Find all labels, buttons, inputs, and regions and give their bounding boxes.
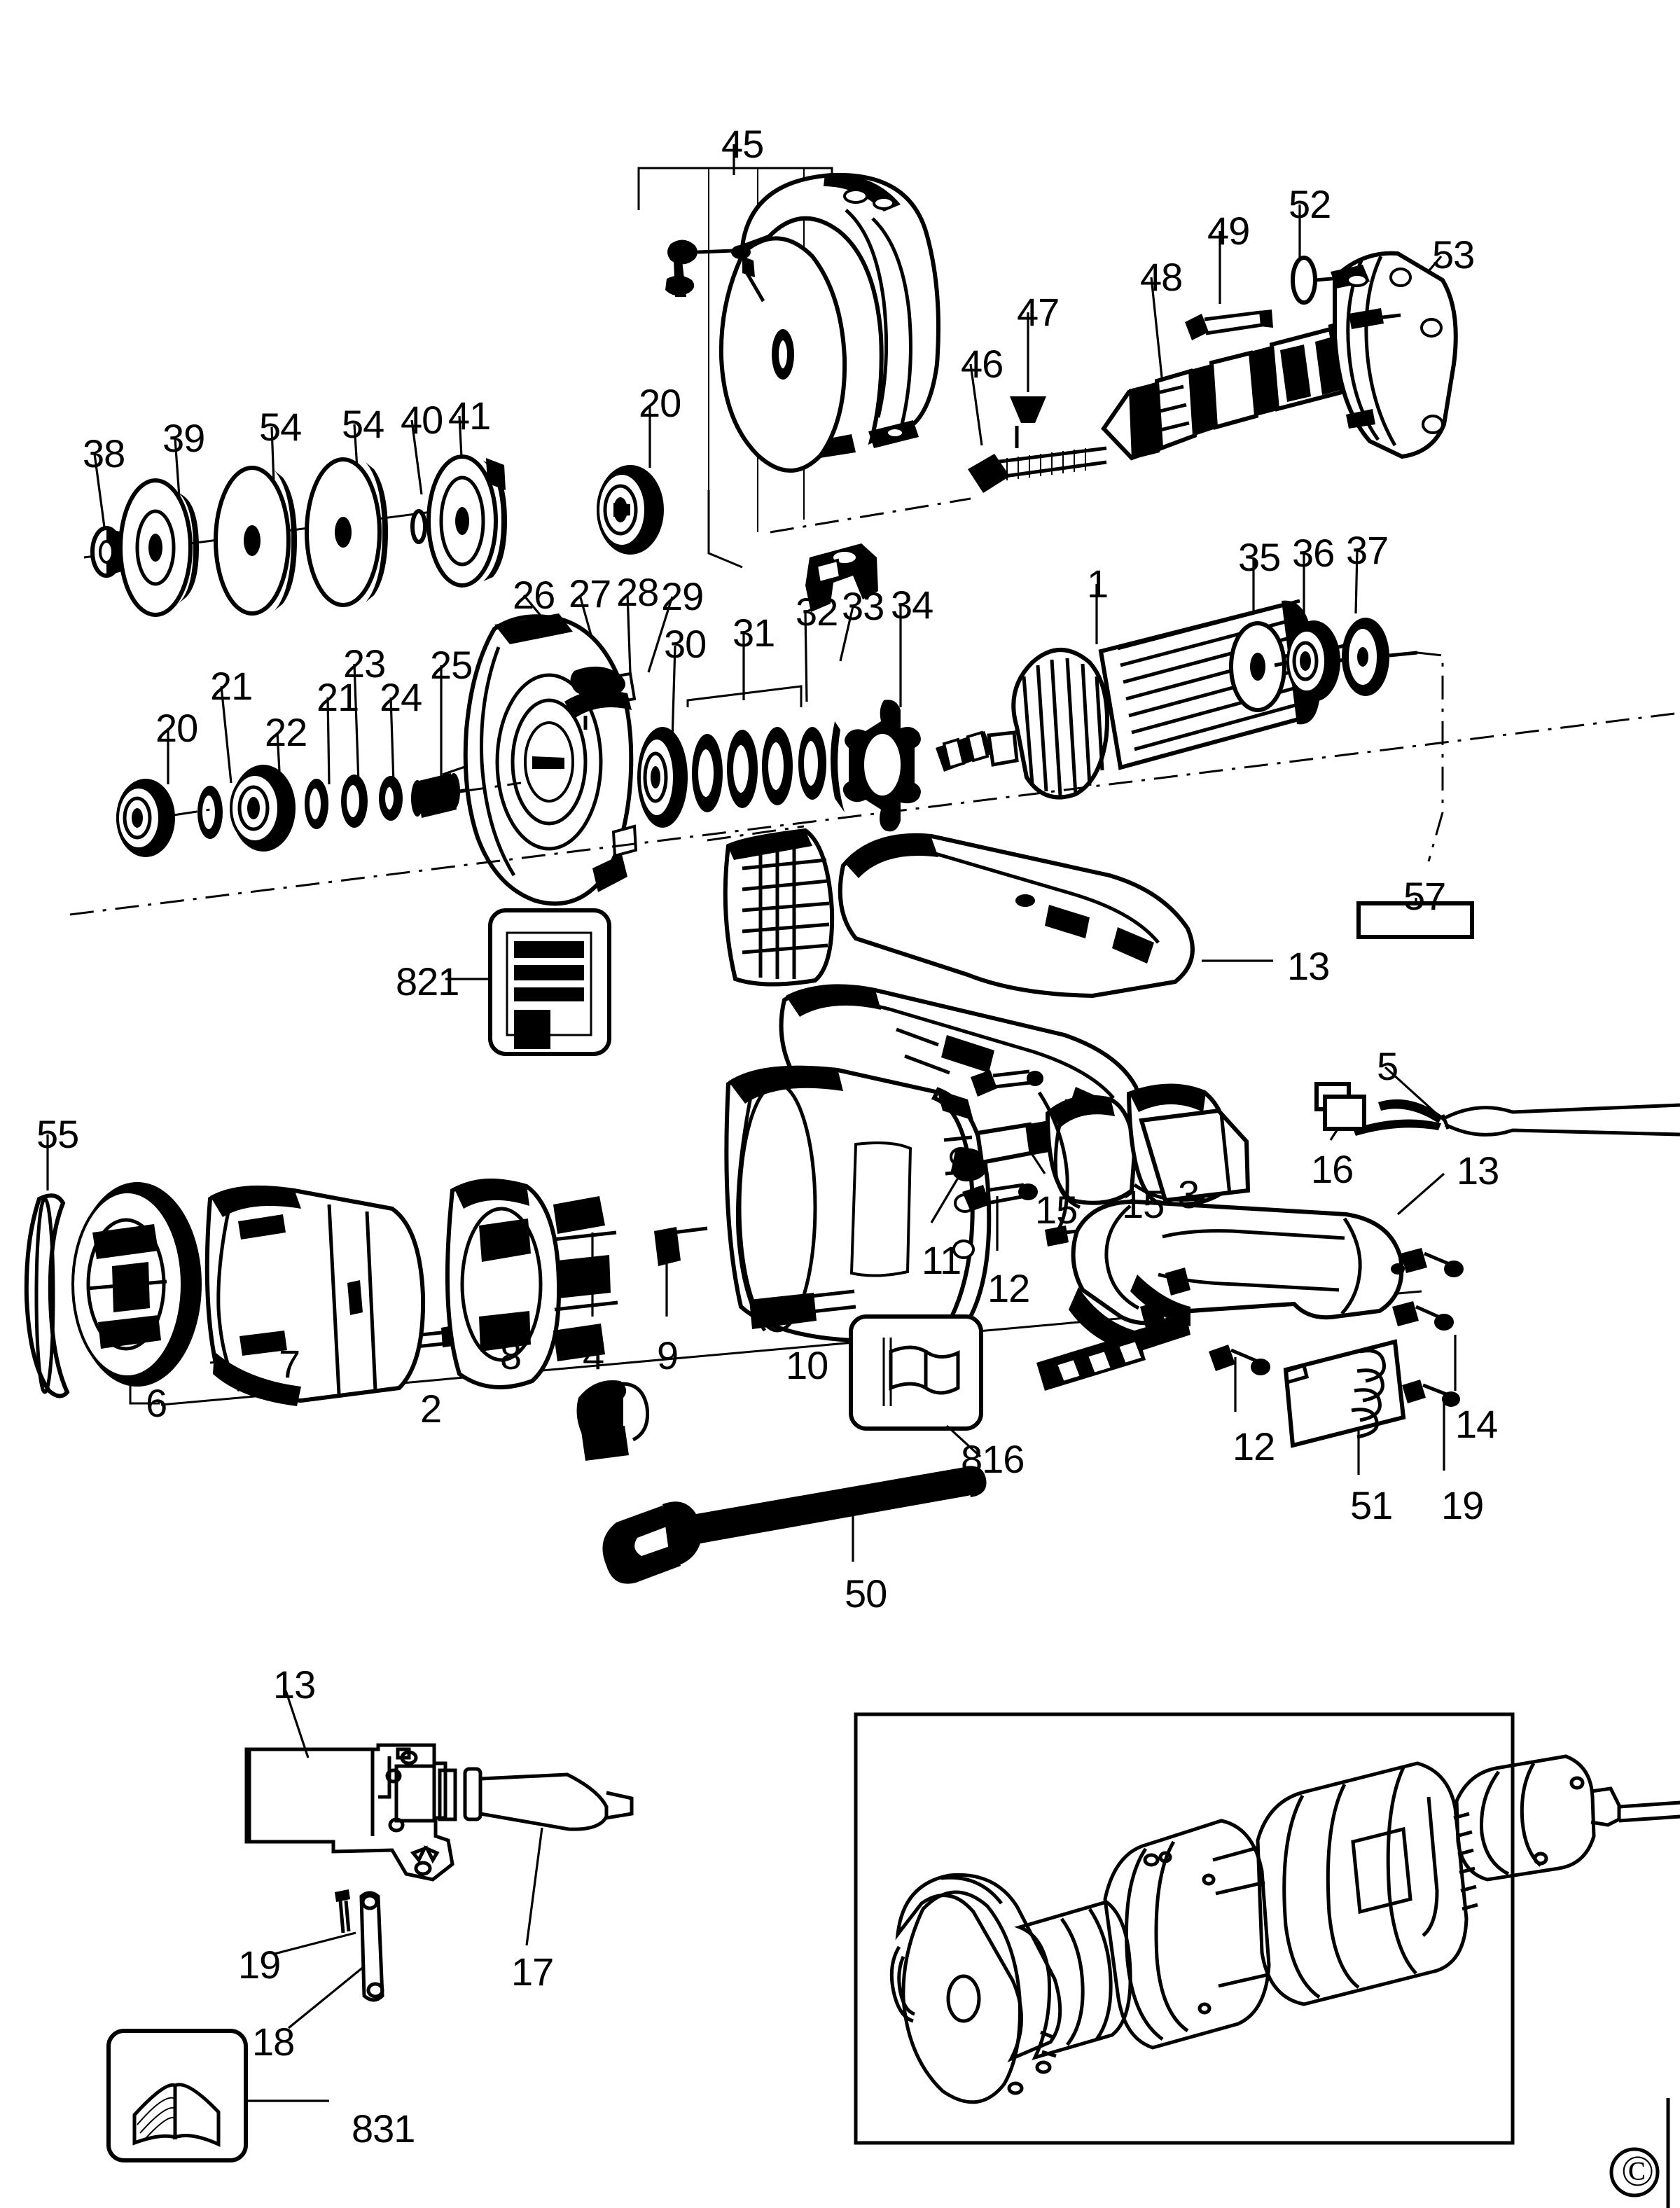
part-callout-24: 24 <box>380 675 422 719</box>
part-callout-36: 36 <box>1292 531 1335 575</box>
part-callout-13: 13 <box>273 1662 316 1707</box>
part-callout-9: 9 <box>657 1333 679 1377</box>
part-callout-3: 3 <box>1178 1172 1200 1216</box>
part-callout-53: 53 <box>1432 232 1475 277</box>
part-callout-7: 7 <box>279 1342 300 1386</box>
part-callout-22: 22 <box>265 710 307 754</box>
label-831-box <box>106 2029 329 2162</box>
part-callout-50: 50 <box>845 1571 887 1616</box>
part-callout-1: 1 <box>1087 562 1109 606</box>
part-callout-54: 54 <box>342 402 384 446</box>
part-callout-38: 38 <box>83 431 125 475</box>
part-callout-18: 18 <box>252 2020 295 2064</box>
part-39-flange <box>118 478 199 617</box>
part-callout-26: 26 <box>513 573 555 617</box>
part-callout-821: 821 <box>396 959 459 1004</box>
part-54-disc-a <box>214 466 297 616</box>
part-callout-12: 12 <box>1233 1424 1275 1468</box>
part-callout-15: 15 <box>1122 1182 1165 1226</box>
part-40-washer <box>410 509 427 544</box>
part-callout-27: 27 <box>569 571 611 616</box>
part-callout-2: 2 <box>420 1387 442 1431</box>
part-callout-21: 21 <box>317 675 359 719</box>
part-callout-19: 19 <box>1441 1483 1484 1527</box>
part-callout-19: 19 <box>238 1943 281 1987</box>
label-821-box <box>445 908 611 1056</box>
guard-assembly-45 <box>637 144 940 612</box>
part-callout-52: 52 <box>1289 182 1331 226</box>
part-callout-16: 16 <box>1311 1147 1354 1191</box>
cord-5-connector-16 <box>1314 1066 1680 1141</box>
guard-mount-tab <box>805 543 878 612</box>
copyright-mark <box>1609 2147 1660 2197</box>
part-callout-39: 39 <box>162 416 205 460</box>
motor-assembly <box>24 1178 708 1461</box>
part-callout-5: 5 <box>1377 1044 1398 1088</box>
leaders-disc-stack <box>93 415 464 533</box>
part-callout-17: 17 <box>511 1950 554 1994</box>
part-callout-34: 34 <box>891 583 933 627</box>
part-callout-41: 41 <box>448 394 491 438</box>
part-callout-13: 13 <box>1287 944 1330 988</box>
part-callout-20: 20 <box>639 381 681 425</box>
label-816-box <box>849 1314 983 1458</box>
part-callout-23: 23 <box>343 641 386 686</box>
assembled-tool-inset <box>854 1712 1680 2145</box>
nameplate-57 <box>1356 898 1474 939</box>
parts-35-36-37 <box>1229 618 1418 712</box>
part-callout-57: 57 <box>1403 874 1446 918</box>
motor-housing-10 <box>724 1065 992 1343</box>
copyright-glyph: © <box>1621 2148 1654 2195</box>
part-callout-8: 8 <box>500 1333 522 1377</box>
handle-13-lower <box>1036 1172 1464 1475</box>
leaders-gearcase <box>522 584 1098 742</box>
part-callout-29: 29 <box>661 574 704 618</box>
part-callout-20: 20 <box>155 706 198 750</box>
part-callout-816: 816 <box>961 1437 1025 1481</box>
part-callout-10: 10 <box>786 1343 828 1387</box>
part-callout-14: 14 <box>1455 1402 1498 1446</box>
part-callout-45: 45 <box>721 122 764 166</box>
part-54-disc-b <box>305 457 388 607</box>
part-callout-25: 25 <box>430 643 473 687</box>
part-callout-46: 46 <box>961 342 1004 386</box>
part-callout-48: 48 <box>1140 255 1183 299</box>
part-callout-12: 12 <box>987 1266 1030 1310</box>
part-callout-4: 4 <box>583 1333 604 1377</box>
parts-46-47 <box>770 312 1107 534</box>
section-divider-right <box>1417 651 1444 862</box>
bearing-stack-artwork <box>116 765 516 857</box>
part-callout-47: 47 <box>1017 290 1060 334</box>
part-callout-40: 40 <box>401 398 443 442</box>
bottom-left-group <box>244 1690 634 2029</box>
parts-49-52-53 <box>1185 204 1458 459</box>
disc-stack-artwork <box>83 454 507 617</box>
guard-clamp-wingnut <box>665 239 765 303</box>
part-callout-33: 33 <box>842 584 884 628</box>
part-callout-13: 13 <box>1457 1148 1499 1193</box>
wrench-50 <box>602 1466 987 1584</box>
part-callout-32: 32 <box>796 590 838 634</box>
part-callout-49: 49 <box>1207 209 1250 253</box>
part-callout-55: 55 <box>36 1112 79 1156</box>
gearcase-26 <box>463 613 638 906</box>
part-callout-11: 11 <box>922 1238 962 1282</box>
part-callout-21: 21 <box>210 664 253 708</box>
part-38-nut <box>90 526 123 578</box>
part-callout-37: 37 <box>1346 528 1389 572</box>
part-callout-6: 6 <box>146 1381 167 1425</box>
part-callout-30: 30 <box>664 622 707 666</box>
part-callout-28: 28 <box>616 570 659 614</box>
gear-washers-30-34 <box>637 700 1019 832</box>
part-20-bearing-top <box>597 405 664 555</box>
switch-assembly <box>930 1069 1251 1251</box>
part-callout-35: 35 <box>1238 535 1281 579</box>
part-callout-15: 15 <box>1035 1188 1078 1232</box>
part-callout-831: 831 <box>352 2106 415 2151</box>
part-41-wheel <box>426 454 507 588</box>
part-callout-31: 31 <box>733 611 775 655</box>
part-callout-54: 54 <box>259 405 302 449</box>
part-callout-51: 51 <box>1350 1483 1393 1527</box>
